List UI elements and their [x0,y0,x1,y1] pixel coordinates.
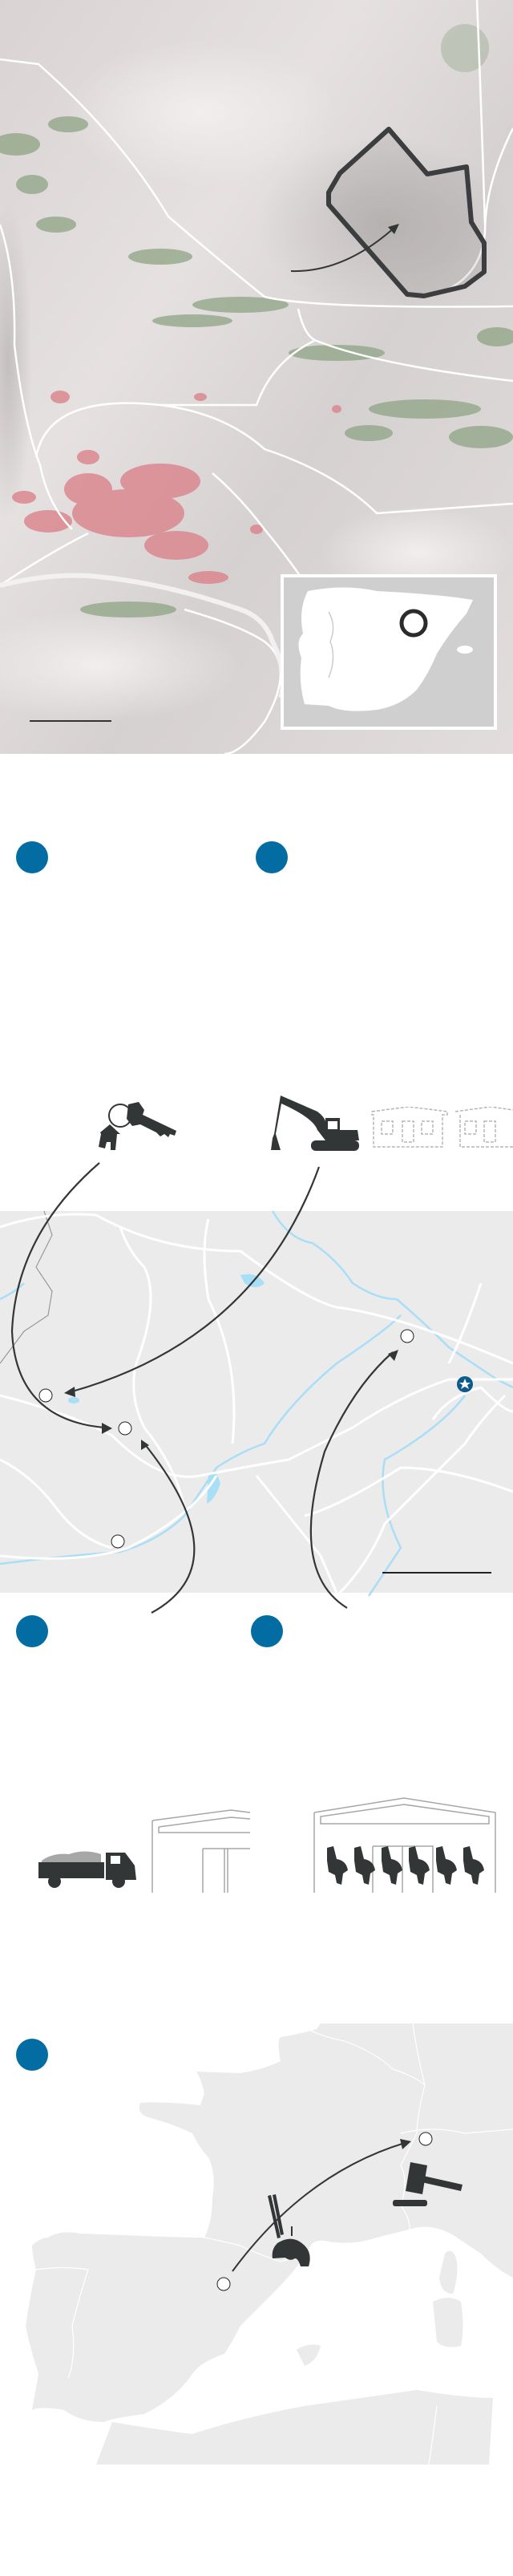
step-marker-5 [16,2039,48,2071]
borders [35,2023,513,2465]
gavel-icon [393,2162,463,2206]
figures [327,1846,484,1885]
flow-arrows [10,1162,394,1614]
site-arrow [290,225,397,273]
map-land [0,1211,513,1593]
dump-truck-icon [38,1851,136,1888]
location-circles [38,1329,414,1549]
regional-map [0,1155,513,1652]
land [26,2023,513,2465]
main-road [0,573,286,699]
site-map [0,0,513,754]
roads [0,0,513,754]
arrowheads [64,1350,398,1450]
border-line [0,1210,53,1364]
excavator-icon [271,1096,359,1151]
step-marker-1 [16,841,48,873]
warehouse-figures-icon [313,1797,496,1893]
reservoir [240,1274,265,1287]
location-destination [418,2132,433,2146]
location-circle [399,609,428,638]
step-marker-2 [256,841,288,873]
site-outline [326,127,487,298]
warehouse-icon [151,1809,250,1893]
step-marker-4 [251,1615,283,1647]
europe-map [0,2021,513,2470]
step-marker-3 [16,1615,48,1647]
helmet-icon [268,2194,310,2266]
prefab-houses-icon [371,1107,513,1148]
location-origin [216,2277,231,2291]
spain-shape [298,587,473,711]
arrowhead-icon [388,224,399,234]
house-key-icon [99,1102,176,1150]
arrowhead-icon [400,2139,411,2149]
reservoir [207,1472,220,1504]
vegetation [0,24,513,618]
flow-arrow [232,2142,406,2272]
locator-inset [281,574,497,730]
